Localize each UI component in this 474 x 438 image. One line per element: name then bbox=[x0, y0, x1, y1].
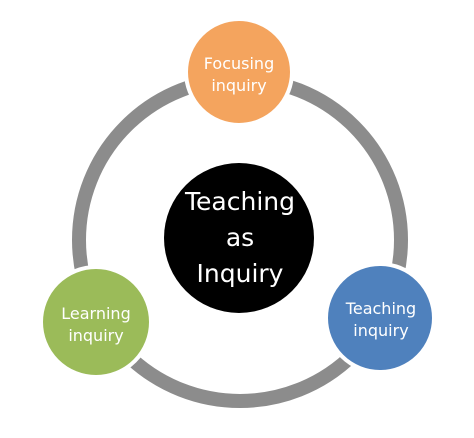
teaching-inquiry-label: Teaching inquiry bbox=[345, 299, 417, 340]
focusing-node bbox=[184, 17, 294, 127]
learning-node bbox=[39, 265, 153, 379]
learning-inquiry-label: Learning inquiry bbox=[61, 304, 131, 345]
focusing-inquiry-label: Focusing inquiry bbox=[203, 54, 275, 95]
teaching-node bbox=[324, 262, 436, 374]
center-label: Teaching as Inquiry bbox=[185, 187, 295, 288]
center-circle bbox=[164, 163, 314, 313]
